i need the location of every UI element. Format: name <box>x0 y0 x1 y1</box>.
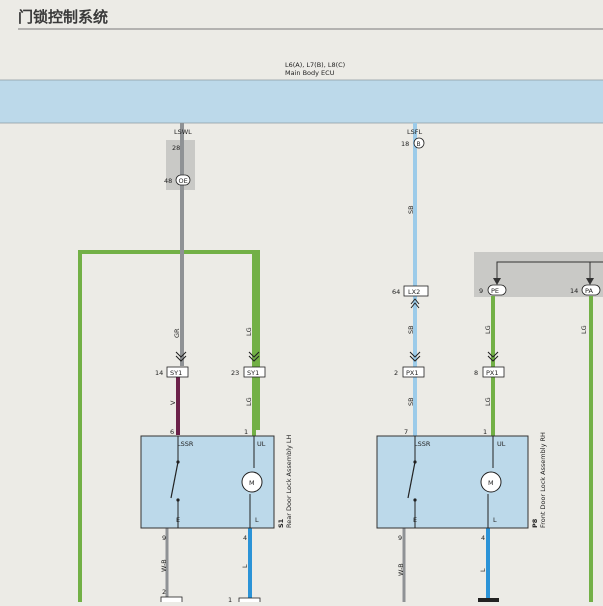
ecu-name-label: Main Body ECU <box>285 69 335 77</box>
rear-wb-label: W-B <box>160 559 168 572</box>
rear-pin-below: 2 <box>162 588 166 596</box>
front-lower-connector <box>478 598 499 606</box>
lsfl-pin: 18 <box>401 140 409 148</box>
oe-connector-tag <box>175 174 191 186</box>
lswl-pin: 28 <box>172 144 180 152</box>
lx2-pin: 64 <box>392 288 400 296</box>
rear-pin-4: 4 <box>243 534 247 542</box>
sy1-a-pin: 14 <box>155 369 163 377</box>
sy1-a-label: SY1 <box>170 369 182 377</box>
sy1-b-pin: 23 <box>231 369 239 377</box>
rear-l-label: L <box>255 516 259 524</box>
ecu-connectors-label: L6(A), L7(B), L8(C) <box>285 61 345 69</box>
lswl-conn-pin: 48 <box>164 177 172 185</box>
sy1-a-tag <box>166 366 189 378</box>
connector-chevrons <box>175 351 499 362</box>
px1-b-tag <box>482 366 505 378</box>
rear-l-wire-label: L <box>241 564 249 568</box>
rear-pin-6: 6 <box>170 428 174 436</box>
sb-mid-label: SB <box>407 325 415 334</box>
lx2-connector-label: LX2 <box>408 288 420 296</box>
rear-name-label: Rear Door Lock Assembly LH <box>285 434 293 528</box>
rear-code-label: S1 <box>277 518 285 528</box>
sy1-b-label: SY1 <box>247 369 259 377</box>
px1-b-pin: 8 <box>474 369 478 377</box>
rear-ul-label: UL <box>257 440 266 448</box>
sb-low-label: SB <box>407 397 415 406</box>
front-pin-7: 7 <box>404 428 408 436</box>
lg-right-low-label: LG <box>484 397 492 406</box>
lg-left-label: LG <box>245 327 253 336</box>
front-l-wire-label: L <box>479 568 487 572</box>
green-loop-wire-left <box>78 250 260 602</box>
main-body-ecu <box>0 79 603 124</box>
gr-label: GR <box>173 328 181 338</box>
rear-lower-connector <box>160 596 183 606</box>
pa-connector-label: PA <box>585 287 594 295</box>
front-lssr-label: LSSR <box>414 440 431 448</box>
front-pin-9: 9 <box>398 534 402 542</box>
rear-e-label: E <box>176 516 180 524</box>
sb-upper-label: SB <box>407 205 415 214</box>
lg-pe-label: LG <box>484 325 492 334</box>
front-ul-label: UL <box>497 440 506 448</box>
front-motor-label: M <box>488 479 494 487</box>
rear-lssr-label: LSSR <box>177 440 194 448</box>
lx2-connector-tag <box>403 285 429 297</box>
oe-connector-label: OE <box>179 177 188 185</box>
pa-pin: 14 <box>570 287 578 295</box>
sy1-b-tag <box>243 366 266 378</box>
v-label: V <box>169 400 177 405</box>
lsfl-label: LSFL <box>407 128 422 136</box>
front-name-label: Front Door Lock Assembly RH <box>539 432 547 528</box>
front-pin-4: 4 <box>481 534 485 542</box>
lg-left-low-label: LG <box>245 397 253 406</box>
front-wb-label: W-B <box>397 563 405 576</box>
front-pin-1: 1 <box>483 428 487 436</box>
rear-pin-1: 1 <box>244 428 248 436</box>
rear-pin-9: 9 <box>162 534 166 542</box>
pe-connector-tag <box>487 284 507 296</box>
rear-door-lock-assembly <box>140 435 275 529</box>
rear-motor-label: M <box>249 479 255 487</box>
lswl-label: LSWL <box>174 128 192 136</box>
front-door-lock-assembly <box>376 435 529 529</box>
pe-pin: 9 <box>479 287 483 295</box>
pe-connector-label: PE <box>491 287 499 295</box>
front-e-label: E <box>413 516 417 524</box>
b-connector-label: B <box>417 141 421 148</box>
px1-a-pin: 2 <box>394 369 398 377</box>
splice-line <box>496 261 603 284</box>
b-connector-tag <box>413 137 425 149</box>
front-l-label: L <box>493 516 497 524</box>
front-code-label: P8 <box>531 518 539 528</box>
lg-far-right-label: LG <box>580 325 588 334</box>
px1-b-label: PX1 <box>486 369 499 377</box>
rear-lower-connector-2 <box>238 597 261 606</box>
page-title: 门锁控制系统 <box>18 8 108 26</box>
pa-connector-tag <box>581 284 601 296</box>
px1-a-label: PX1 <box>406 369 419 377</box>
rear-pin-below-right: 1 <box>228 596 232 602</box>
px1-a-tag <box>402 366 425 378</box>
